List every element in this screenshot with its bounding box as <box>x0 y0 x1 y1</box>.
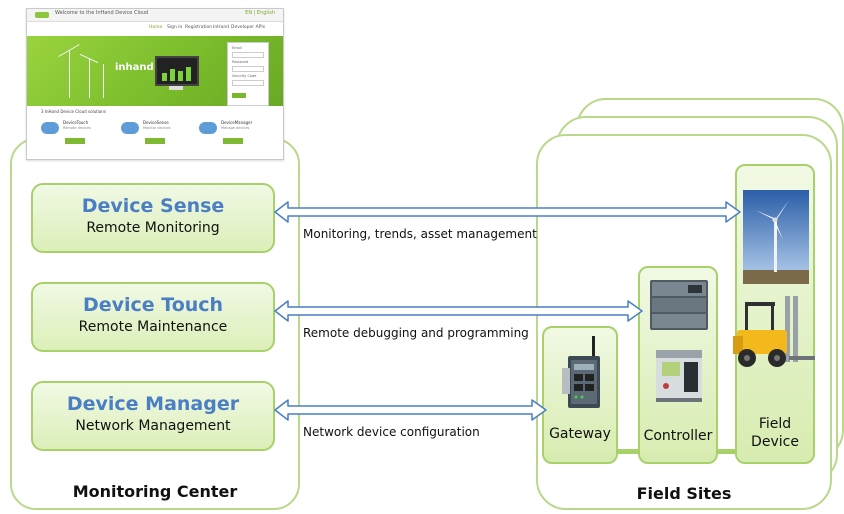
site-hero-banner: inhand Email Password Security Code <box>27 36 283 106</box>
solution-sub: Monitor devices <box>143 126 171 130</box>
monitoring-center-title: Monitoring Center <box>72 482 238 501</box>
login-email-label: Email <box>232 46 242 50</box>
login-password-field[interactable] <box>232 66 264 72</box>
solution-sub: Remote devices <box>63 126 91 130</box>
monitor-stand <box>169 86 183 90</box>
solution-name: DeviceManager <box>221 120 253 125</box>
controller-label: Controller <box>643 428 713 444</box>
solution-more-button[interactable] <box>65 138 85 144</box>
login-code-label: Security Code <box>232 74 257 78</box>
device-sense-box: Device Sense Remote Monitoring <box>31 183 275 253</box>
site-solution-devicesense: DeviceSense Monitor devices <box>121 118 191 158</box>
site-login-box: Email Password Security Code <box>227 42 269 106</box>
gateway-device-icon <box>562 336 600 408</box>
arrow-device-sense <box>274 201 741 223</box>
turbine-icon <box>69 50 70 98</box>
login-password-label: Password <box>232 60 249 64</box>
site-nav: Home Sign in Registration InHand Develop… <box>27 22 283 36</box>
arrow-label-network: Network device configuration <box>303 425 480 439</box>
device-touch-subtitle: Remote Maintenance <box>78 319 228 335</box>
login-code-field[interactable] <box>232 80 264 86</box>
site-nav-home[interactable]: Home <box>149 25 163 30</box>
device-sense-subtitle: Remote Monitoring <box>86 220 220 236</box>
turbine-icon <box>89 58 90 98</box>
inhand-logo: inhand <box>115 62 154 73</box>
device-manager-name: Device Manager <box>66 393 240 415</box>
site-solution-devicemanager: DeviceManager Manage devices <box>199 118 269 158</box>
solution-name: DeviceSense <box>143 120 169 125</box>
device-manager-subtitle: Network Management <box>75 418 231 434</box>
field-device-column: Field Device <box>733 164 815 464</box>
site-nav-registration[interactable]: Registration <box>185 25 213 30</box>
forklift-icon <box>733 296 815 367</box>
solution-more-button[interactable] <box>223 138 243 144</box>
login-button[interactable] <box>232 93 246 98</box>
arrow-label-debugging: Remote debugging and programming <box>303 326 529 340</box>
cloud-icon <box>41 122 59 134</box>
device-cloud-website-screenshot: Welcome to the InHand Device Cloud EN | … <box>26 8 284 160</box>
wind-turbine-icon <box>743 190 809 284</box>
site-topbar: Welcome to the InHand Device Cloud EN | … <box>27 9 283 22</box>
solution-name: DeviceTouch <box>63 120 89 125</box>
site-welcome-text: Welcome to the InHand Device Cloud <box>55 10 149 16</box>
arrow-device-touch <box>274 300 643 322</box>
site-nav-signin[interactable]: Sign in <box>167 25 183 30</box>
gateway-column: Gateway <box>542 326 618 464</box>
arrow-label-monitoring: Monitoring, trends, asset management <box>303 227 537 241</box>
solution-sub: Manage devices <box>221 126 250 130</box>
controller-device-icon <box>656 350 702 402</box>
monitor-icon <box>155 56 199 86</box>
device-touch-name: Device Touch <box>82 294 224 316</box>
device-touch-box: Device Touch Remote Maintenance <box>31 282 275 352</box>
field-sites-title: Field Sites <box>636 484 732 503</box>
plc-icon <box>650 280 708 330</box>
site-solutions: 3 InHand Device Cloud solutions DeviceTo… <box>27 106 283 159</box>
login-email-field[interactable] <box>232 52 264 58</box>
site-nav-inhand[interactable]: InHand <box>213 25 230 30</box>
site-nav-developer[interactable]: Developer APIs <box>231 25 266 30</box>
site-logo-icon <box>35 12 49 18</box>
device-sense-name: Device Sense <box>81 195 225 217</box>
device-manager-box: Device Manager Network Management <box>31 381 275 451</box>
turbine-icon <box>103 64 104 98</box>
site-solutions-heading: 3 InHand Device Cloud solutions <box>41 109 106 114</box>
controller-column: Controller <box>638 266 718 464</box>
site-language: EN | English <box>245 10 275 16</box>
field-device-label-line2: Device <box>751 434 799 450</box>
arrow-device-manager <box>274 399 547 421</box>
cloud-icon <box>121 122 139 134</box>
cloud-icon <box>199 122 217 134</box>
field-device-label-line1: Field <box>758 416 792 432</box>
solution-more-button[interactable] <box>145 138 165 144</box>
gateway-label: Gateway <box>549 426 611 442</box>
site-solution-devicetouch: DeviceTouch Remote devices <box>41 118 111 158</box>
